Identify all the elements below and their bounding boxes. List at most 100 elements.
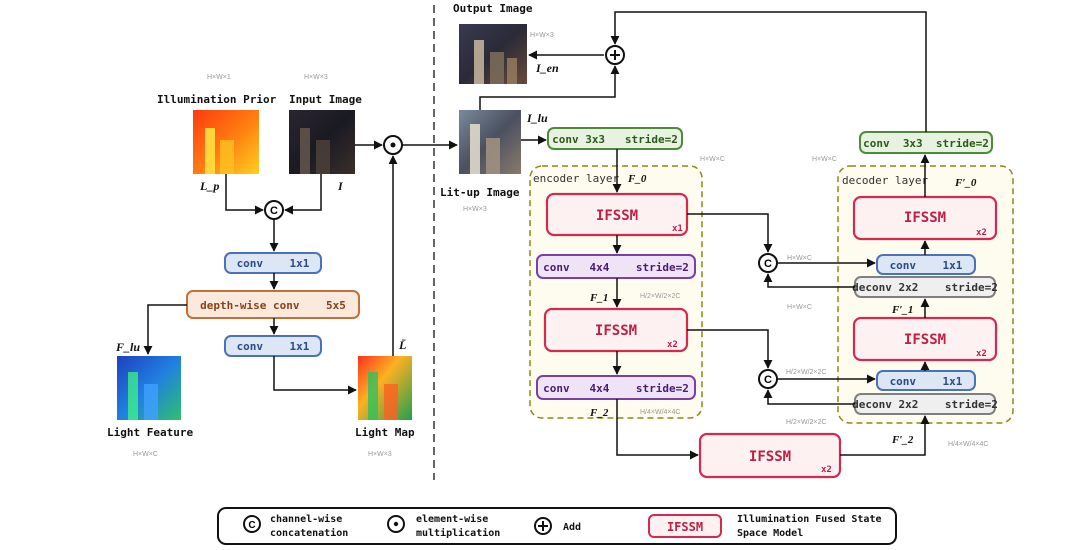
- concat-upper-dim: H×W×C: [787, 255, 812, 262]
- svg-text:IFSSM: IFSSM: [749, 449, 791, 465]
- deconv-2x2-dec-1: deconv 2x2 stride=2: [852, 276, 998, 298]
- f2-dim: H/4×W/4×4C: [640, 409, 680, 416]
- conv-1x1-block-top: conv 1x1: [224, 252, 322, 274]
- f2p-symbol: F′_2: [891, 434, 914, 446]
- l-bar-symbol: L̄: [398, 338, 406, 352]
- illumination-prior-label: Illumination Prior: [157, 93, 277, 106]
- light-feature-thumb: [117, 356, 181, 420]
- f1-symbol: F_1: [589, 292, 608, 304]
- f1-dim: H/2×W/2×2C: [640, 293, 680, 300]
- svg-text:conv 3x3 stride=2: conv 3x3 stride=2: [552, 133, 678, 146]
- conv-3x3-in-block: conv 3x3 stride=2: [547, 127, 683, 150]
- light-map-dim: H×W×3: [368, 451, 392, 458]
- encoder-layer-label: encoder layer: [533, 172, 619, 185]
- ifssm-dec-1: IFSSM x2: [852, 195, 998, 241]
- legend-box: [217, 507, 897, 545]
- light-feature-dim: H×W×C: [133, 451, 158, 458]
- f0-dim: H×W×C: [700, 156, 725, 163]
- legend-add-icon: [534, 517, 552, 535]
- f2-symbol: F_2: [589, 407, 609, 419]
- deconv2-dim: H/2×W/2×2C: [786, 419, 826, 426]
- ifssm-enc-2: IFSSM x2: [543, 307, 689, 353]
- f1p-symbol: F′_1: [891, 304, 913, 316]
- i-en-symbol: I_en: [535, 61, 559, 75]
- svg-text:IFSSM: IFSSM: [596, 208, 638, 224]
- deconv1-dim: H×W×C: [787, 304, 812, 311]
- legend-concat-line1: channel-wise: [270, 513, 342, 525]
- lit-up-image-thumb: [459, 110, 521, 174]
- svg-text:deconv 2x2 stride=2: deconv 2x2 stride=2: [852, 281, 998, 294]
- svg-text:C: C: [764, 258, 772, 270]
- f-lu-symbol: F_lu: [115, 340, 140, 354]
- prior-dim: H×W×1: [207, 74, 231, 81]
- output-dim: H×W×3: [530, 32, 554, 39]
- svg-text:conv 4x4 stride=2: conv 4x4 stride=2: [543, 261, 689, 274]
- concat-op-upper: C: [758, 253, 778, 273]
- legend-mult-line1: element-wise: [416, 513, 488, 525]
- legend-mult-icon: [387, 515, 405, 533]
- illumination-prior-thumb: [193, 110, 259, 174]
- ifssm-bottleneck: IFSSM x2: [698, 432, 842, 479]
- svg-text:x2: x2: [976, 349, 987, 359]
- f0-symbol: F_0: [627, 173, 647, 185]
- svg-text:IFSSM: IFSSM: [667, 520, 703, 534]
- deconv-2x2-dec-2: deconv 2x2 stride=2: [852, 393, 998, 415]
- f0p-symbol: F′_0: [954, 177, 977, 189]
- svg-text:deconv 2x2 stride=2: deconv 2x2 stride=2: [852, 398, 998, 411]
- svg-text:conv 1x1: conv 1x1: [237, 340, 310, 353]
- ifssm-dec-2: IFSSM x2: [852, 316, 998, 362]
- light-map-label: Light Map: [355, 426, 415, 439]
- legend-concat-line2: concatenation: [270, 527, 348, 539]
- svg-text:C: C: [270, 205, 278, 217]
- light-feature-label: Light Feature: [107, 426, 193, 439]
- legend-ifssm-line1: Illumination Fused State: [737, 513, 882, 525]
- svg-text:conv 1x1: conv 1x1: [890, 259, 963, 272]
- legend-mult-line2: multiplication: [416, 527, 500, 539]
- ifssm-enc-1: IFSSM x1: [545, 192, 689, 237]
- legend-ifssm-line2: Space Model: [737, 528, 803, 539]
- f2p-dim: H/4×W/4×4C: [948, 441, 988, 448]
- add-op: [605, 45, 625, 65]
- svg-text:conv 4x4 stride=2: conv 4x4 stride=2: [543, 382, 689, 395]
- depthwise-conv-block: depth-wise conv 5x5: [186, 290, 360, 319]
- legend-ifssm-box: IFSSM: [648, 514, 722, 538]
- light-map-thumb: [358, 356, 412, 420]
- svg-text:C: C: [248, 520, 255, 531]
- legend-add-label: Add: [563, 522, 581, 533]
- svg-text:IFSSM: IFSSM: [904, 332, 946, 348]
- input-dim: H×W×3: [304, 74, 328, 81]
- i-symbol: I: [337, 179, 344, 193]
- svg-text:conv 1x1: conv 1x1: [237, 257, 310, 270]
- f0p-dim: H×W×C: [812, 156, 837, 163]
- svg-text:depth-wise conv 5x5: depth-wise conv 5x5: [200, 299, 346, 312]
- concat-lower-dim: H/2×W/2×2C: [786, 369, 826, 376]
- conv-1x1-dec-2: conv 1x1: [876, 370, 976, 391]
- legend-concat-icon: C: [243, 515, 261, 533]
- concat-op-lower: C: [758, 369, 778, 389]
- svg-text:C: C: [764, 374, 772, 386]
- decoder-layer-label: decoder layer: [842, 174, 928, 187]
- i-lu-symbol: I_lu: [526, 111, 548, 125]
- svg-text:x2: x2: [976, 228, 987, 238]
- conv-4x4-enc-2: conv 4x4 stride=2: [536, 375, 696, 400]
- conv-1x1-dec-1: conv 1x1: [876, 254, 976, 275]
- conv-3x3-out-block: conv 3x3 stride=2: [859, 131, 993, 154]
- connections: [143, 11, 930, 460]
- l-p-symbol: L_p: [199, 179, 219, 193]
- svg-text:x1: x1: [672, 224, 683, 234]
- svg-text:conv 3x3 stride=2: conv 3x3 stride=2: [863, 137, 989, 150]
- output-image-label: Output Image: [453, 2, 533, 15]
- svg-text:conv 1x1: conv 1x1: [890, 375, 963, 388]
- input-image-thumb: [289, 110, 355, 174]
- conv-4x4-enc-1: conv 4x4 stride=2: [536, 254, 696, 279]
- svg-text:x2: x2: [821, 465, 832, 475]
- conv-1x1-block-bottom: conv 1x1: [224, 335, 322, 357]
- concat-op-left: C: [264, 200, 284, 220]
- lit-up-dim: H×W×3: [463, 206, 487, 213]
- output-image-thumb: [459, 24, 527, 84]
- mult-op: [383, 135, 403, 155]
- lit-up-image-label: Lit-up Image: [440, 186, 520, 199]
- svg-text:x2: x2: [667, 340, 678, 350]
- svg-text:IFSSM: IFSSM: [595, 323, 637, 339]
